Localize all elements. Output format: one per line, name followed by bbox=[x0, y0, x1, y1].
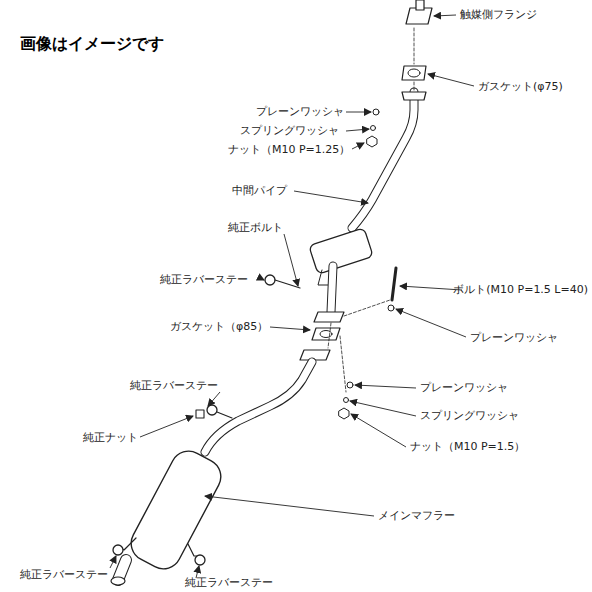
part-label: 触媒側フランジ bbox=[460, 8, 537, 21]
part-label: ボルト(M10 P=1.5 L=40) bbox=[453, 283, 588, 296]
part-label: スプリングワッシャ bbox=[420, 409, 519, 422]
part-label: 純正ラバーステー bbox=[160, 273, 248, 286]
part-label: ナット（M10 P=1.25） bbox=[228, 143, 350, 156]
part-label: プレーンワッシャ bbox=[256, 105, 344, 118]
part-label: 純正ナット bbox=[83, 431, 138, 444]
part-label: プレーンワッシャ bbox=[420, 381, 508, 394]
part-label: ガスケット(φ75) bbox=[478, 80, 563, 93]
part-label: 中間パイプ bbox=[232, 184, 287, 197]
part-label: ナット（M10 P=1.5） bbox=[410, 440, 525, 453]
part-label: プレーンワッシャ bbox=[470, 331, 558, 344]
part-label: メインマフラー bbox=[378, 509, 455, 522]
part-label: 純正ラバーステー bbox=[130, 379, 218, 392]
part-label: 純正ラバーステー bbox=[20, 568, 108, 581]
part-label: 純正ボルト bbox=[228, 221, 283, 234]
part-label: ガスケット（φ85） bbox=[170, 320, 268, 333]
part-label: スプリングワッシャ bbox=[240, 124, 339, 137]
heading: 画像はイメージです bbox=[20, 34, 164, 54]
part-label: 純正ラバーステー bbox=[185, 576, 273, 589]
